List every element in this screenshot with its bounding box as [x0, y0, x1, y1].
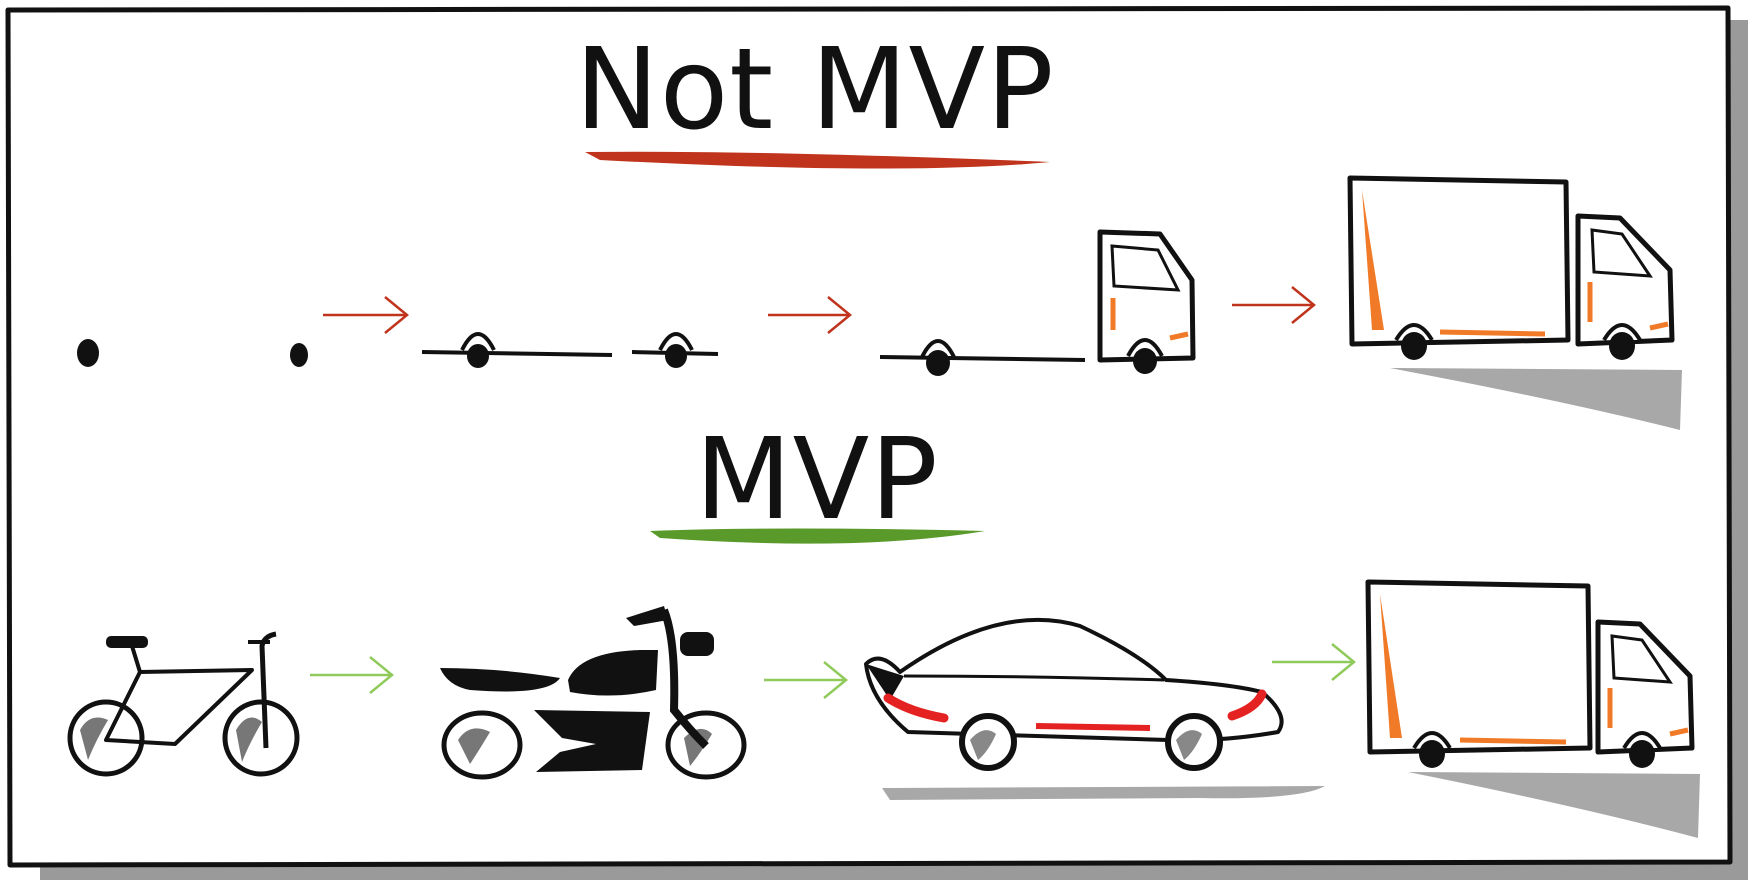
mvp-arrow-2 [764, 661, 848, 699]
mvp-stage-car [864, 617, 1325, 800]
not-mvp-underline [585, 151, 1050, 169]
not-mvp-stage-chassis [421, 332, 719, 368]
not-mvp-stage-wheels [77, 339, 308, 367]
frame [5, 5, 1748, 880]
mvp-arrow-1 [310, 656, 394, 694]
not-mvp-arrow-3 [1232, 286, 1316, 324]
not-mvp-stage-cab-chassis [879, 229, 1196, 376]
mvp-stage-motorcycle [440, 606, 747, 780]
not-mvp-arrow-2 [768, 296, 852, 334]
mvp-underline [650, 528, 985, 544]
not-mvp-arrow-1 [323, 296, 409, 334]
mvp-stage-truck [1365, 579, 1700, 838]
mvp-stage-bicycle [67, 631, 300, 777]
not-mvp-title: Not MVP [575, 25, 1055, 155]
mvp-arrow-3 [1272, 643, 1356, 681]
not-mvp-stage-truck [1347, 175, 1682, 430]
mvp-title: MVP [695, 415, 939, 545]
